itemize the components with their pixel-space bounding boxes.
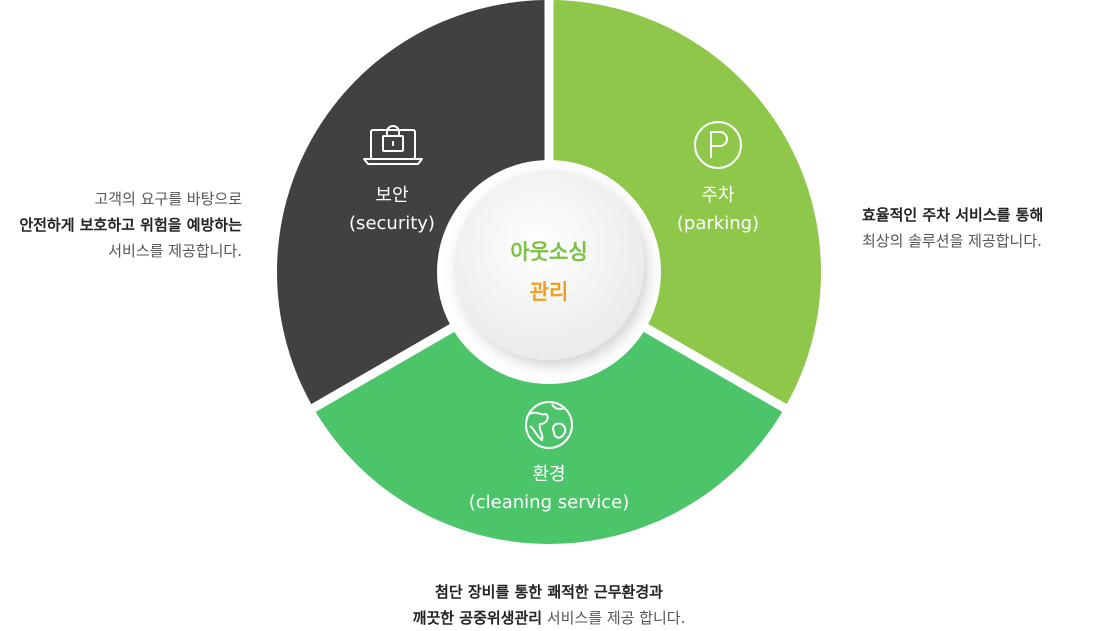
cleaning-title: 환경: [532, 464, 566, 485]
security-desc-line2: 안전하게 보호하고 위험을 예방하는: [19, 216, 242, 234]
globe-icon: [525, 401, 573, 449]
label-parking: 주차 (parking): [677, 182, 759, 238]
center-title-line1: 아웃소싱: [510, 240, 588, 264]
parking-title: 주차: [701, 185, 735, 206]
center-title: 아웃소싱 관리: [510, 232, 587, 312]
security-desc-line1: 고객의 요구를 바탕으로: [94, 190, 242, 208]
parking-icon: [694, 121, 742, 169]
label-cleaning: 환경 (cleaning service): [469, 461, 630, 517]
center-title-line2: 관리: [529, 280, 569, 304]
security-subtitle: (security): [349, 213, 435, 234]
parking-subtitle: (parking): [676, 213, 760, 234]
cleaning-desc-line1: 첨단 장비를 통한 쾌적한 근무환경과: [435, 583, 663, 601]
security-title: 보안: [375, 185, 409, 206]
segment-parking: [553, 0, 821, 405]
security-description: 고객의 요구를 바탕으로 안전하게 보호하고 위험을 예방하는 서비스를 제공합…: [19, 186, 242, 264]
cleaning-subtitle: (cleaning service): [468, 492, 630, 513]
security-desc-line3: 서비스를 제공합니다.: [108, 242, 242, 260]
parking-desc-line2: 최상의 솔루션을 제공합니다.: [862, 232, 1042, 250]
cleaning-description: 첨단 장비를 통한 쾌적한 근무환경과 깨끗한 공중위생관리 서비스를 제공 합…: [413, 579, 686, 631]
center-circle: [454, 170, 644, 360]
label-security: 보안 (security): [349, 182, 435, 238]
segment-security: [277, 0, 545, 405]
cleaning-desc-line2-bold: 깨끗한 공중위생관리: [412, 609, 543, 627]
laptop-lock-icon: [363, 125, 423, 165]
segment-cleaning: [315, 331, 783, 544]
parking-description: 효율적인 주차 서비스를 통해 최상의 솔루션을 제공합니다.: [862, 202, 1043, 254]
parking-desc-line1: 효율적인 주차 서비스를 통해: [862, 206, 1044, 224]
cleaning-desc-line2-rest: 서비스를 제공 합니다.: [542, 609, 686, 627]
